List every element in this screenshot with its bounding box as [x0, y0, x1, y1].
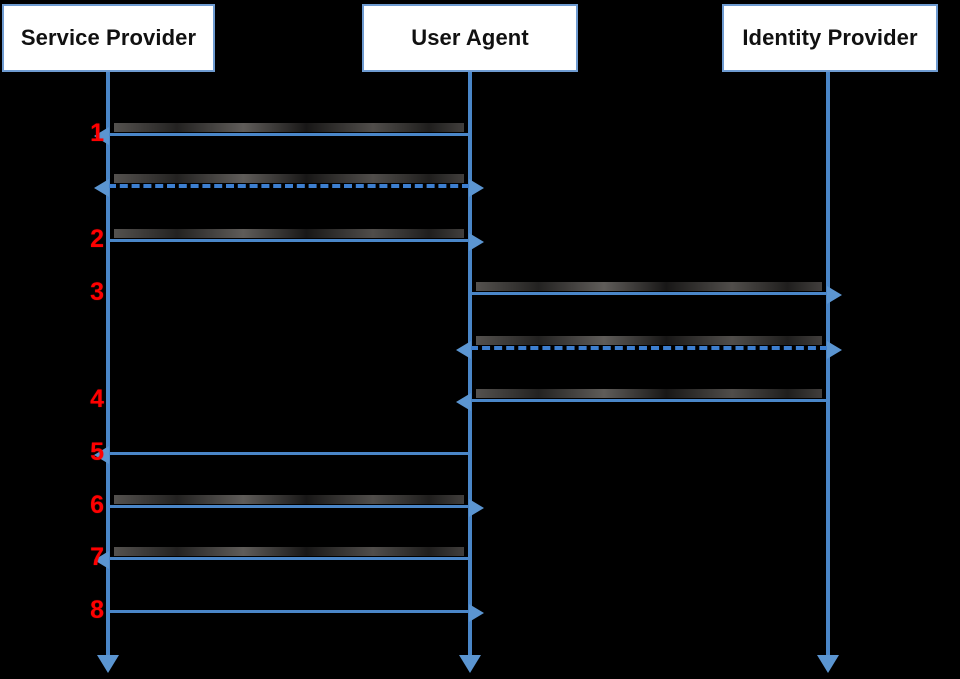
lifeline-end-arrow-icon-user-agent	[459, 655, 481, 673]
arrowhead-left-icon	[456, 393, 471, 411]
arrowhead-right-icon	[469, 499, 484, 517]
message-label-msg-1	[114, 123, 464, 132]
message-label-msg-3	[476, 282, 822, 291]
lifeline-user-agent	[468, 72, 472, 655]
arrowhead-left-icon	[94, 551, 109, 569]
arrowhead-right-icon	[469, 179, 484, 197]
message-label-msg-2	[114, 229, 464, 238]
participant-box-identity-provider[interactable]: Identity Provider	[722, 4, 938, 72]
message-label-msg-7	[114, 547, 464, 556]
lifeline-end-arrow-icon-identity-provider	[817, 655, 839, 673]
arrowhead-left-icon	[94, 446, 109, 464]
arrowhead-left-icon	[94, 179, 109, 197]
step-number-1: 1	[90, 119, 104, 147]
lifeline-service-provider	[106, 72, 110, 655]
step-number-7: 7	[90, 543, 104, 571]
step-number-2: 2	[90, 225, 104, 253]
lifeline-end-arrow-icon-service-provider	[97, 655, 119, 673]
arrowhead-left-icon	[94, 127, 109, 145]
message-arrow-msg-1b	[94, 179, 484, 197]
message-arrow-msg-6	[108, 499, 484, 517]
message-label-msg-6	[114, 495, 464, 504]
message-arrow-msg-2	[108, 233, 484, 251]
step-number-6: 6	[90, 491, 104, 519]
message-arrow-msg-4	[456, 393, 828, 411]
message-label-msg-4	[476, 389, 822, 398]
participant-label-identity-provider: Identity Provider	[742, 25, 918, 50]
message-arrow-msg-8	[108, 604, 484, 622]
message-arrow-msg-1	[94, 127, 470, 145]
arrowhead-right-icon	[827, 341, 842, 359]
arrowhead-right-icon	[827, 286, 842, 304]
message-label-msg-3b	[476, 336, 822, 345]
message-arrow-msg-3	[470, 286, 842, 304]
participant-label-user-agent: User Agent	[411, 25, 529, 50]
message-arrow-msg-7	[94, 551, 470, 569]
message-label-msg-1b	[114, 174, 464, 183]
step-number-3: 3	[90, 278, 104, 306]
message-arrow-msg-5	[94, 446, 470, 464]
participant-label-service-provider: Service Provider	[20, 25, 197, 50]
step-number-5: 5	[90, 438, 104, 466]
participant-box-service-provider[interactable]: Service Provider	[2, 4, 215, 72]
lifeline-identity-provider	[826, 72, 830, 655]
step-number-4: 4	[90, 385, 104, 413]
step-number-8: 8	[90, 596, 104, 624]
message-arrow-msg-3b	[456, 341, 842, 359]
arrowhead-right-icon	[469, 604, 484, 622]
arrowhead-right-icon	[469, 233, 484, 251]
participant-box-user-agent[interactable]: User Agent	[362, 4, 578, 72]
arrowhead-left-icon	[456, 341, 471, 359]
